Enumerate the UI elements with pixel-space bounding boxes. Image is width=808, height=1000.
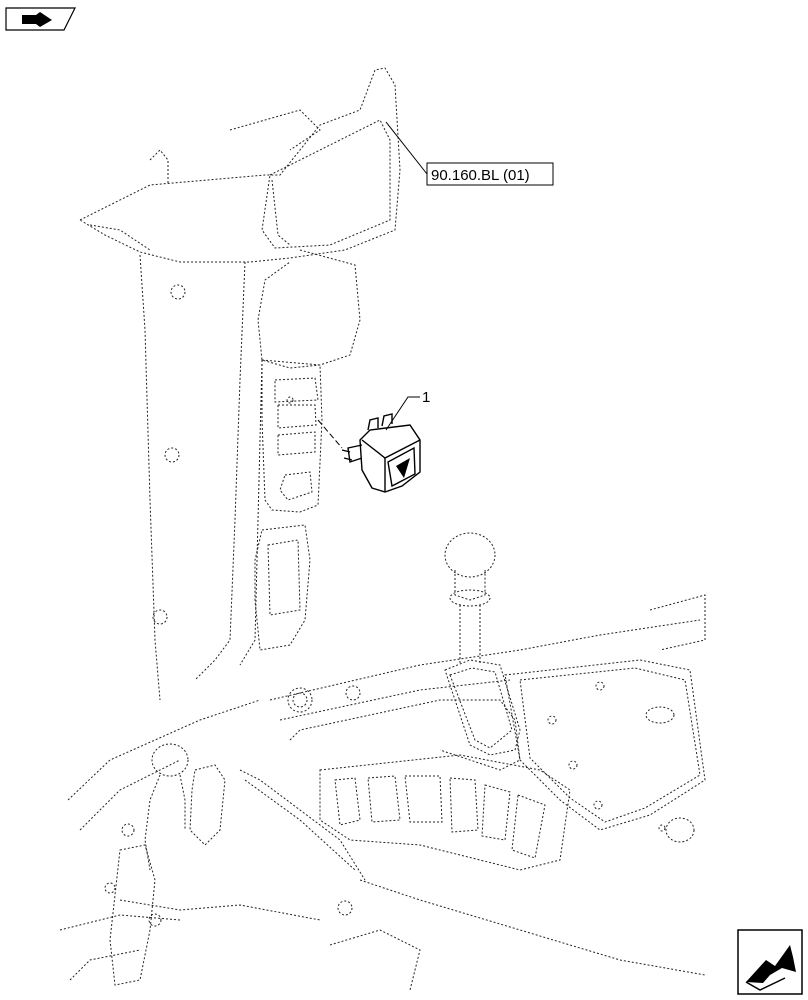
reference-label: 90.160.BL (01) (431, 167, 530, 184)
gear-lever (444, 532, 521, 756)
reference-callout: 90.160.BL (01) (385, 121, 554, 186)
callout-number: 1 (422, 389, 430, 406)
view-pointer-icon (5, 7, 76, 31)
rocker-switch-part (317, 413, 421, 493)
console-floor (59, 594, 706, 991)
cab-pillar (78, 67, 401, 701)
left-joystick (109, 743, 226, 986)
callout-1: 1 (385, 389, 430, 431)
next-page-arrow-icon[interactable] (737, 929, 803, 995)
